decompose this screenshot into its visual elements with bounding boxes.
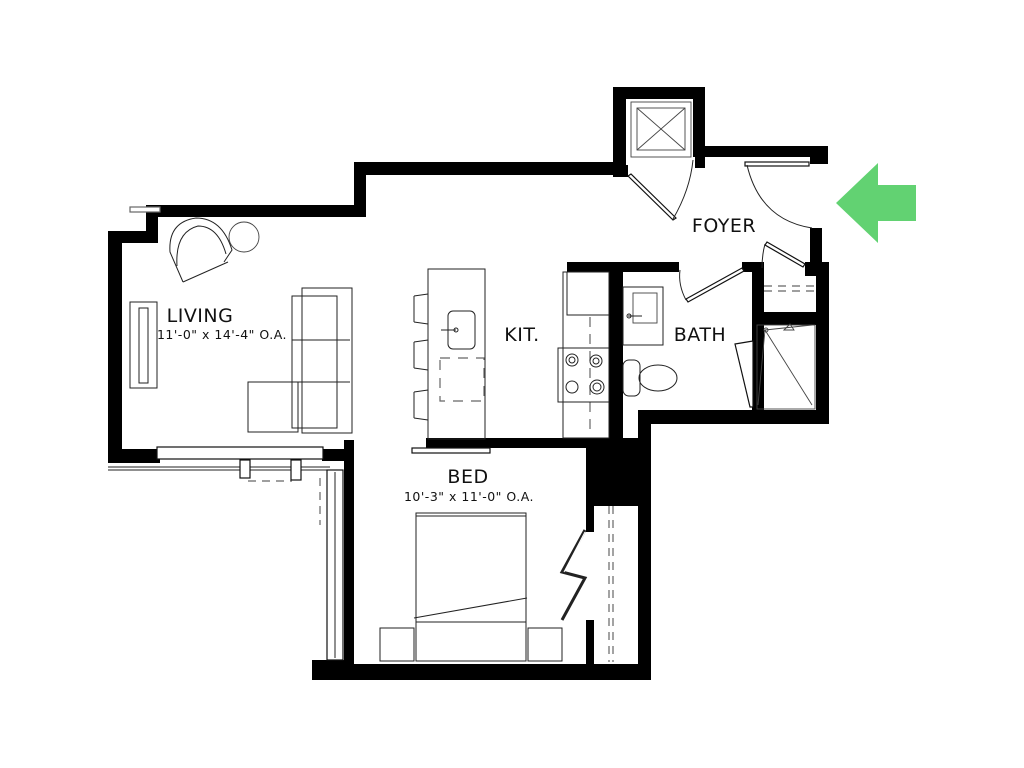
toilet-tank [622, 359, 641, 397]
room-dimensions-living: 11'-0" x 14'-4" O.A. [157, 327, 287, 342]
windows [108, 206, 491, 661]
room-label-kitchen: KIT. [504, 324, 539, 346]
bath-fixtures [622, 285, 816, 410]
range [557, 347, 610, 403]
interior-walls [344, 262, 822, 666]
arrow-left-icon [836, 163, 916, 243]
room-label-bed: BED [447, 466, 488, 488]
room-dimensions-bed: 10'-3" x 11'-0" O.A. [404, 489, 534, 504]
kitchen-fixtures [413, 268, 610, 440]
room-label-living: LIVING [167, 305, 234, 327]
sink-icon [632, 292, 658, 324]
room-label-bath: BATH [674, 324, 726, 346]
kitchen-island [427, 268, 486, 440]
toilet-icon [638, 364, 678, 392]
refrigerator [566, 271, 610, 316]
exterior-walls [108, 87, 829, 680]
living-furniture [129, 217, 353, 434]
doors [559, 159, 813, 621]
vanity [622, 286, 664, 346]
room-label-foyer: FOYER [692, 215, 756, 237]
shower [756, 324, 816, 410]
bed-furniture [379, 506, 614, 662]
elevator-icon [630, 101, 692, 158]
